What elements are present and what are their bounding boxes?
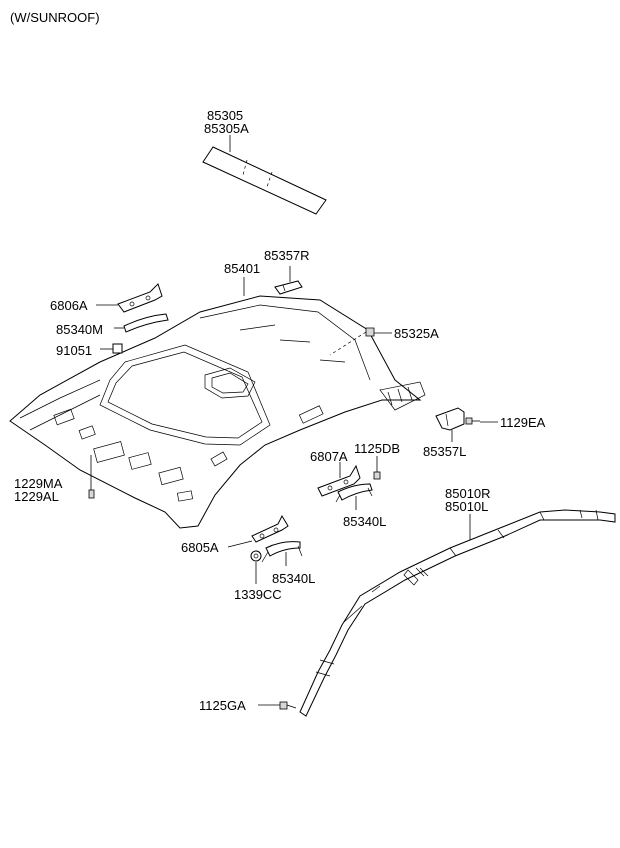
label-85340m: 85340M [56,322,103,337]
bracket-6807a [317,464,361,497]
label-85325a: 85325A [394,326,439,341]
label-1339cc: 1339CC [234,587,282,602]
grip-85340l-b [261,541,303,563]
header-note: (W/SUNROOF) [10,10,100,25]
curtain-airbag-85010 [299,509,616,717]
screw-1129ea [465,417,480,425]
headliner-85401 [9,295,426,529]
clip-91051 [112,343,123,354]
screw-1125db [373,471,381,480]
label-1125db: 1125DB [354,441,400,456]
fastener-85325a [329,327,375,356]
label-1229al: 1229AL [14,489,59,504]
pad-85305 [202,146,327,215]
clip-1339cc [250,550,262,562]
label-1129ea: 1129EA [500,415,546,430]
label-6806a: 6806A [50,298,88,313]
screw-1229ma [88,489,95,499]
label-1125ga: 1125GA [199,698,246,713]
bracket-6805a [251,514,289,543]
label-85357r: 85357R [264,248,310,263]
grip-85340m [123,313,169,333]
label-6805a: 6805A [181,540,219,555]
label-85010r: 85010R [445,486,491,501]
label-85010l: 85010L [445,499,488,514]
bolt-1125ga [279,701,297,710]
grip-85340l-a [335,483,373,503]
label-85305: 85305 [207,108,243,123]
label-85340l-b: 85340L [272,571,315,586]
label-91051: 91051 [56,343,92,358]
label-6807a: 6807A [310,449,348,464]
clip-85357r [274,280,303,295]
bracket-6806a [117,283,163,313]
label-1229ma: 1229MA [14,476,63,491]
label-85340l-a: 85340L [343,514,386,529]
clip-85357l [435,407,465,431]
label-85357l: 85357L [423,444,466,459]
leader-6805a [227,540,253,548]
label-85305a: 85305A [204,121,249,136]
label-85401: 85401 [224,261,260,276]
